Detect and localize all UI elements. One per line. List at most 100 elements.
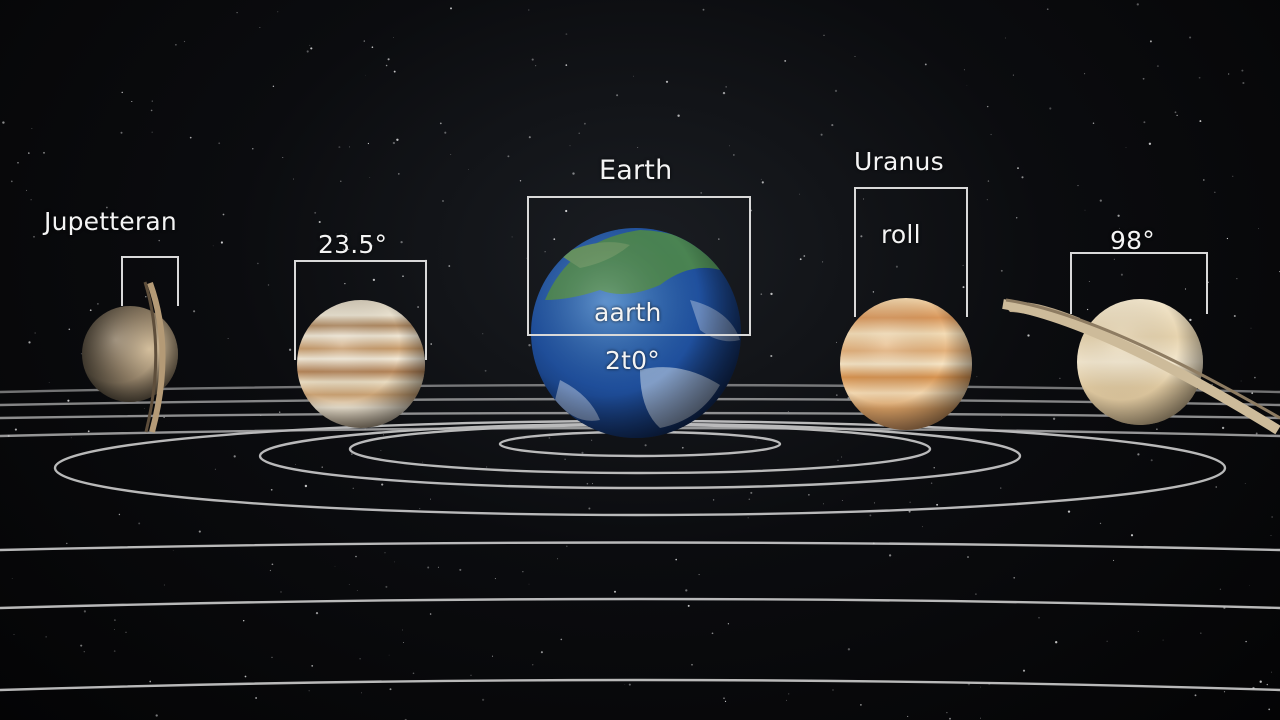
- star: [494, 578, 496, 580]
- star: [677, 114, 680, 117]
- star: [48, 381, 50, 383]
- star: [1027, 334, 1030, 337]
- star: [946, 712, 948, 714]
- star: [860, 704, 862, 706]
- star: [1099, 522, 1102, 525]
- star: [1142, 77, 1145, 80]
- tilted-ringed-planet: [82, 281, 178, 433]
- star: [1223, 691, 1226, 693]
- star: [417, 306, 420, 308]
- star: [427, 566, 430, 569]
- star: [986, 105, 989, 108]
- star: [270, 488, 273, 491]
- star: [528, 9, 530, 11]
- star: [1125, 147, 1127, 148]
- star: [175, 43, 177, 46]
- star: [143, 408, 145, 409]
- star: [544, 251, 546, 253]
- star: [834, 89, 838, 93]
- orbit-band-2: [0, 597, 1280, 610]
- star: [403, 641, 404, 643]
- star: [528, 583, 530, 585]
- star: [949, 717, 951, 720]
- star: [315, 611, 319, 615]
- star: [470, 674, 472, 676]
- star: [394, 561, 395, 563]
- star: [1149, 40, 1152, 43]
- star: [163, 584, 165, 586]
- star: [356, 590, 358, 592]
- star: [31, 127, 33, 129]
- star: [363, 40, 365, 42]
- star: [528, 136, 531, 139]
- star: [448, 265, 451, 267]
- star: [242, 619, 245, 622]
- star: [131, 100, 133, 103]
- star: [718, 238, 720, 240]
- star: [909, 501, 911, 503]
- star: [823, 503, 824, 505]
- star: [1255, 432, 1258, 435]
- star: [908, 510, 911, 513]
- star: [450, 7, 452, 10]
- star: [933, 467, 935, 469]
- star: [304, 484, 308, 488]
- star: [907, 715, 909, 717]
- star: [1251, 392, 1254, 395]
- star: [314, 211, 317, 214]
- star: [1271, 516, 1273, 518]
- star: [1059, 377, 1061, 379]
- star: [723, 697, 725, 700]
- star: [1242, 81, 1245, 85]
- star: [1156, 65, 1159, 68]
- star: [125, 215, 128, 218]
- star: [1055, 641, 1058, 644]
- star: [1215, 486, 1217, 488]
- star: [1092, 122, 1095, 124]
- star: [220, 241, 223, 244]
- star: [233, 455, 236, 458]
- star: [459, 568, 462, 571]
- star: [355, 555, 357, 558]
- star: [26, 189, 28, 191]
- star: [365, 74, 366, 76]
- star: [1113, 258, 1115, 260]
- star: [962, 264, 964, 266]
- star: [30, 199, 32, 201]
- star: [835, 394, 838, 396]
- star: [760, 293, 763, 295]
- star: [1156, 428, 1158, 431]
- star: [1084, 73, 1086, 75]
- star: [681, 446, 684, 449]
- star: [271, 563, 274, 566]
- star: [151, 100, 153, 102]
- star: [125, 631, 127, 633]
- star: [565, 64, 568, 66]
- star: [412, 672, 415, 675]
- star: [1249, 585, 1250, 586]
- star: [288, 348, 292, 351]
- star: [787, 411, 789, 412]
- star: [1137, 453, 1140, 456]
- star: [616, 94, 619, 97]
- star: [214, 468, 216, 470]
- star: [770, 292, 773, 296]
- star: [665, 80, 669, 83]
- star: [1226, 237, 1229, 240]
- label-tilt-98: 98°: [1110, 226, 1155, 255]
- star: [444, 131, 447, 134]
- star: [97, 303, 99, 305]
- star: [400, 240, 403, 244]
- star: [218, 142, 221, 145]
- star: [345, 233, 347, 235]
- label-uranus-roll: roll: [881, 220, 921, 249]
- star: [572, 172, 575, 175]
- star: [799, 258, 802, 261]
- star: [1176, 114, 1178, 117]
- star: [1266, 683, 1268, 686]
- star: [560, 638, 563, 641]
- star: [1136, 3, 1139, 6]
- star: [113, 629, 115, 630]
- star: [13, 633, 15, 636]
